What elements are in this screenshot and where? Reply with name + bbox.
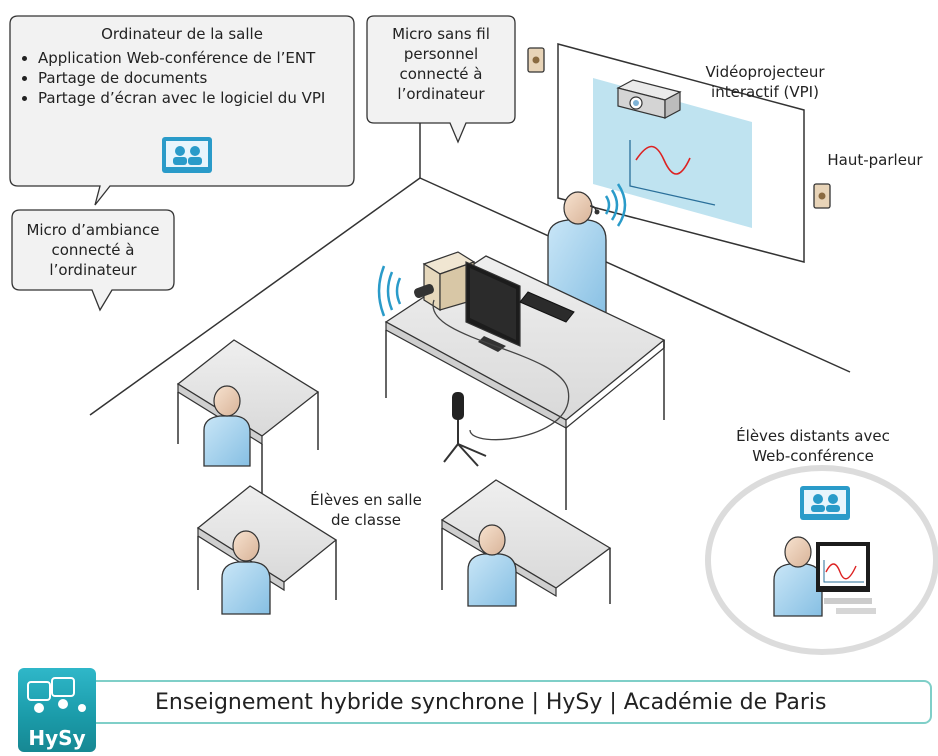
students-room-label-line: de classe xyxy=(331,511,401,529)
wireless-mic-callout: Micro sans fil personnel connecté à l’or… xyxy=(367,24,515,104)
computer-callout-item: Partage de documents xyxy=(38,68,350,88)
wireless-mic-callout-line: l’ordinateur xyxy=(397,85,485,103)
student-figure-3 xyxy=(467,524,517,607)
computer-callout-list: Application Web-conférence de l’ENT Part… xyxy=(14,48,350,108)
logo-people-icon xyxy=(27,677,86,713)
stand-microphone-icon xyxy=(443,392,487,467)
remote-students-label: Élèves distants avec Web-conférence xyxy=(728,426,898,466)
monitor-icon xyxy=(465,261,521,352)
student-figure-2 xyxy=(221,530,271,615)
ambient-mic-callout-line: l’ordinateur xyxy=(49,261,137,279)
speaker-icon-right xyxy=(813,183,831,209)
remote-web-conference-icon xyxy=(800,486,850,520)
computer-callout-item: Partage d’écran avec le logiciel du VPI xyxy=(38,88,350,108)
ambient-mic-callout-bubble xyxy=(11,209,175,312)
wireless-mic-callout-bubble xyxy=(366,15,516,144)
footer-banner xyxy=(40,680,932,724)
wireless-mic-callout-line: Micro sans fil xyxy=(392,25,490,43)
web-conference-icon xyxy=(162,137,212,173)
computer-callout-item: Application Web-conférence de l’ENT xyxy=(38,48,350,68)
computer-callout-title: Ordinateur de la salle xyxy=(101,25,263,43)
students-room-label: Élèves en salle de classe xyxy=(296,490,436,530)
student-desk-3 xyxy=(440,479,612,604)
projector-label-line: interactif (VPI) xyxy=(711,83,819,101)
mic-cable xyxy=(432,299,570,441)
remote-students-label-line: Élèves distants avec xyxy=(736,427,890,445)
remote-student-figure xyxy=(773,536,823,617)
logo-text: HySy xyxy=(28,726,86,750)
projector-label: Vidéoprojecteur interactif (VPI) xyxy=(690,62,840,102)
ambient-mic-callout-line: Micro d’ambiance xyxy=(26,221,160,239)
speaker-label: Haut-parleur xyxy=(827,151,923,169)
student-desk-1 xyxy=(176,339,320,500)
ambient-mic-callout-line: connecté à xyxy=(51,241,135,259)
computer-callout: Ordinateur de la salle Application Web-c… xyxy=(14,24,350,108)
students-room-label-line: Élèves en salle xyxy=(310,491,422,509)
wireless-mic-callout-line: personnel xyxy=(403,45,479,63)
computer-callout-bubble xyxy=(9,15,355,206)
speaker-icon-left xyxy=(527,47,545,73)
hysy-logo xyxy=(18,668,96,752)
keyboard-icon xyxy=(519,291,575,323)
remote-students-circle xyxy=(705,465,938,655)
projector-label-line: Vidéoprojecteur xyxy=(705,63,825,81)
projector-icon xyxy=(616,79,682,119)
ambient-microphone-icon xyxy=(377,265,434,317)
student-figure-1 xyxy=(203,385,251,467)
footer-text: Enseignement hybride synchrone | HySy | … xyxy=(155,690,827,715)
ambient-mic-callout: Micro d’ambiance connecté à l’ordinateur xyxy=(12,220,174,280)
remote-monitor-icon xyxy=(816,542,876,614)
wireless-mic-callout-line: connecté à xyxy=(399,65,483,83)
remote-students-label-line: Web-conférence xyxy=(752,447,874,465)
